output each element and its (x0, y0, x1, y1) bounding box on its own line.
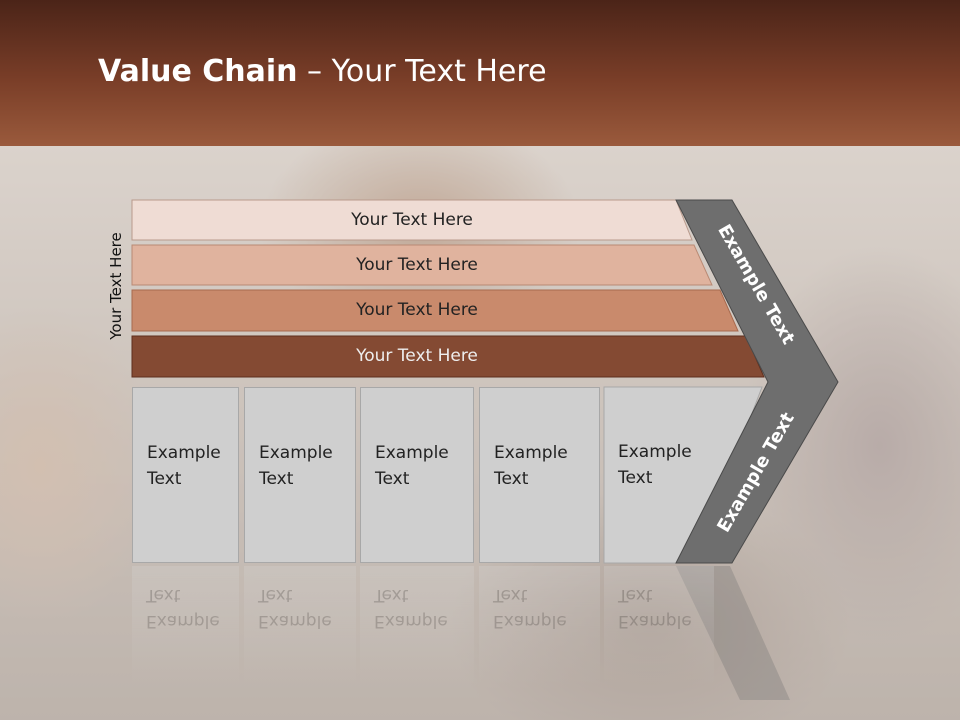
reflection-text: Example (146, 611, 220, 631)
title-bar (0, 0, 960, 146)
reflection-text: Example (374, 611, 448, 631)
title-bold: Value Chain (98, 54, 298, 89)
band-shape-1 (131, 199, 693, 241)
band-4[interactable]: Your Text Here (132, 336, 702, 376)
column-5-line2: Text (618, 468, 653, 488)
column-3-line1: Example (375, 443, 449, 463)
band-shape-2 (131, 244, 713, 286)
column-5[interactable]: Example Text (604, 387, 714, 563)
column-2-line1: Example (259, 443, 333, 463)
reflection-text: Example (618, 611, 692, 631)
reflection-text: Text (146, 585, 181, 605)
column-4-line1: Example (494, 443, 568, 463)
column-2-line2: Text (259, 469, 294, 489)
column-5-reflection: Example Text (604, 566, 714, 686)
column-4-reflection: Example Text (479, 566, 600, 686)
column-2[interactable]: Example Text (244, 387, 356, 563)
column-4-line2: Text (494, 469, 529, 489)
band-1-label: Your Text Here (351, 210, 473, 230)
column-1-line2: Text (147, 469, 182, 489)
column-1-reflection: Example Text (132, 566, 239, 686)
column-3-reflection: Example Text (360, 566, 474, 686)
reflection-text: Example (493, 611, 567, 631)
band-shape-3 (131, 289, 739, 332)
band-1[interactable]: Your Text Here (132, 200, 692, 240)
band-3[interactable]: Your Text Here (132, 290, 702, 330)
side-label[interactable]: Your Text Here (107, 232, 125, 340)
reflection-text: Example (258, 611, 332, 631)
reflection-text: Text (493, 585, 528, 605)
title-rest: – Your Text Here (297, 54, 547, 89)
band-2-label: Your Text Here (356, 255, 478, 275)
column-3-line2: Text (375, 469, 410, 489)
reflection-text: Text (374, 585, 409, 605)
column-3[interactable]: Example Text (360, 387, 474, 563)
column-4[interactable]: Example Text (479, 387, 600, 563)
chevron-shape (675, 199, 839, 564)
column-1[interactable]: Example Text (132, 387, 239, 563)
slide-title[interactable]: Value Chain – Your Text Here (98, 54, 547, 89)
column-5-line1: Example (618, 442, 692, 462)
chevron-reflection (676, 566, 790, 700)
reflection-text: Text (258, 585, 293, 605)
reflection-text: Text (618, 585, 653, 605)
column-2-reflection: Example Text (244, 566, 356, 686)
column-1-line1: Example (147, 443, 221, 463)
band-shape-4 (131, 335, 765, 378)
band-2[interactable]: Your Text Here (132, 245, 702, 285)
band-4-label: Your Text Here (356, 346, 478, 366)
band-3-label: Your Text Here (356, 300, 478, 320)
